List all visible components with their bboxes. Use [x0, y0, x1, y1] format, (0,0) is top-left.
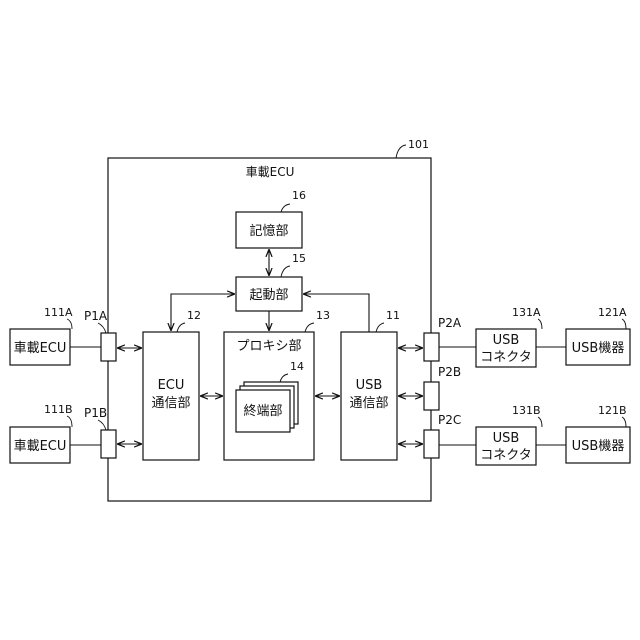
usb-dev-a-ref: 121A — [598, 306, 627, 319]
usb-dev-b-leader — [622, 417, 626, 427]
port-p2c — [424, 430, 439, 458]
port-p2b — [424, 382, 439, 410]
ext-ecu-b-leader — [67, 416, 72, 427]
usb-comm-ref: 11 — [386, 309, 400, 322]
port-p1a — [101, 333, 116, 361]
startup-label: 起動部 — [249, 288, 288, 303]
usb-comm-line1: USB — [356, 378, 383, 393]
ext-ecu-a-leader — [67, 319, 72, 329]
usb-conn-a-line1: USB — [493, 333, 520, 348]
ecu-main-leader — [396, 145, 406, 158]
ext-ecu-b-label: 車載ECU — [14, 439, 67, 454]
port-p2b-label: P2B — [438, 365, 461, 379]
terminal-label: 終端部 — [243, 403, 282, 419]
usb-comm-line2: 通信部 — [349, 396, 388, 411]
usb-conn-a-line2: コネクタ — [480, 350, 531, 365]
terminal-ref: 14 — [290, 360, 304, 373]
port-p1a-leader — [98, 323, 106, 333]
port-p2a-label: P2A — [438, 316, 462, 330]
port-p2a — [424, 333, 439, 361]
ecu-main-ref: 101 — [408, 138, 429, 151]
usb-dev-a-label: USB機器 — [572, 341, 625, 356]
port-p2c-label: P2C — [438, 413, 461, 427]
ecu-main-label: 車載ECU — [246, 165, 295, 179]
usb-conn-b-ref: 131B — [512, 404, 541, 417]
usb-dev-a-leader — [622, 319, 626, 329]
proxy-ref: 13 — [316, 309, 330, 322]
ecu-comm-line1: ECU — [158, 378, 185, 393]
storage-label: 記憶部 — [249, 223, 288, 239]
storage-ref: 16 — [292, 189, 306, 202]
ecu-comm-ref: 12 — [187, 309, 201, 322]
ecu-comm-line2: 通信部 — [151, 396, 190, 411]
port-p1b-leader — [98, 420, 106, 430]
usb-conn-b-line2: コネクタ — [480, 448, 531, 463]
usb-dev-b-ref: 121B — [598, 404, 627, 417]
proxy-label: プロキシ部 — [236, 339, 301, 354]
usb-conn-a-ref: 131A — [512, 306, 541, 319]
port-p1a-label: P1A — [84, 309, 108, 323]
ext-ecu-b-ref: 111B — [44, 403, 73, 416]
usb-dev-b-label: USB機器 — [572, 439, 625, 454]
startup-ref: 15 — [292, 252, 306, 265]
ext-ecu-a-ref: 111A — [44, 306, 73, 319]
usb-conn-b-line1: USB — [493, 431, 520, 446]
ext-ecu-a-label: 車載ECU — [14, 341, 67, 356]
port-p1b-label: P1B — [84, 406, 107, 420]
usb-conn-a-leader — [538, 319, 542, 329]
port-p1b — [101, 430, 116, 458]
usb-conn-b-leader — [538, 417, 542, 427]
